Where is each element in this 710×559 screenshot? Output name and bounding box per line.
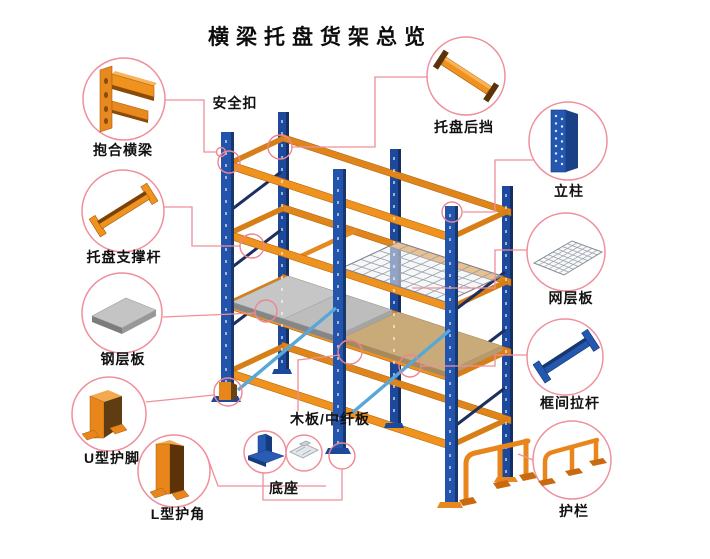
page-title: 横梁托盘货架总览 bbox=[208, 26, 432, 49]
connector-upright bbox=[463, 159, 534, 213]
ring-wood-board bbox=[337, 339, 363, 365]
connector-base bbox=[262, 470, 343, 501]
connector-steel-panel bbox=[162, 312, 256, 318]
label-safety-clip: 安全扣 bbox=[212, 95, 258, 111]
base-icon bbox=[247, 433, 285, 467]
label-pallet-support-bar: 托盘支撑杆 bbox=[86, 249, 162, 265]
label-upright: 立柱 bbox=[554, 183, 584, 199]
connector-pallet-support-bar bbox=[164, 206, 240, 247]
u-foot-guard-icon bbox=[81, 390, 128, 441]
highlight-rings bbox=[213, 134, 463, 470]
ring-pallet-back-stop bbox=[267, 134, 293, 160]
label-l-corner-guard: L型护角 bbox=[150, 506, 206, 522]
connector-pallet-back-stop bbox=[292, 76, 427, 148]
label-guardrail: 护栏 bbox=[559, 503, 589, 519]
mesh-on-rack bbox=[340, 241, 504, 303]
pallet-back-stop-icon bbox=[432, 49, 500, 103]
guardrail-on-rack bbox=[459, 438, 537, 506]
label-steel-shelf-panel: 钢层板 bbox=[100, 351, 146, 367]
connector-clamp-beam bbox=[165, 99, 216, 153]
connector-l-corner-guard bbox=[206, 455, 326, 487]
connector-wood-board bbox=[297, 354, 341, 411]
label-frame-tie-rod: 框间拉杆 bbox=[540, 395, 600, 411]
ring-u-foot-guard bbox=[213, 377, 243, 407]
connector-guardrail bbox=[517, 453, 534, 461]
upright-icon bbox=[550, 109, 578, 173]
label-u-foot-guard: U型护脚 bbox=[83, 450, 141, 466]
label-wood-mdf-board: 木板/中纤板 bbox=[290, 411, 370, 427]
connector-u-foot-guard bbox=[145, 394, 215, 403]
connector-lines bbox=[145, 76, 534, 501]
pallet-support-bar-icon bbox=[88, 182, 159, 238]
guardrail-icon bbox=[538, 437, 607, 486]
wire-mesh-icon bbox=[532, 240, 604, 276]
ring-steel-panel bbox=[254, 299, 278, 323]
l-corner-guard-icon bbox=[149, 440, 190, 501]
steel-panel-icon bbox=[91, 297, 157, 334]
wood-board-on-rack bbox=[341, 311, 503, 378]
frame-tie-rod-icon bbox=[532, 328, 600, 384]
label-clamp-beam: 抱合横梁 bbox=[93, 142, 153, 158]
clamp-beam-icon bbox=[99, 65, 157, 133]
label-pallet-back-stop: 托盘后挡 bbox=[434, 119, 494, 135]
ring-safety-clip bbox=[217, 150, 241, 174]
steel-panels-on-rack bbox=[231, 275, 393, 343]
ring-pallet-support-bar bbox=[239, 233, 265, 259]
ring-base bbox=[328, 442, 356, 470]
label-wire-mesh-panel: 网层板 bbox=[548, 290, 594, 306]
connector-frame-tie-rod bbox=[421, 354, 527, 367]
front-uprights bbox=[221, 120, 507, 506]
label-base: 底座 bbox=[269, 480, 299, 496]
rack-illustration bbox=[211, 112, 537, 508]
connector-wire-mesh bbox=[412, 249, 528, 289]
base-sketch-icon bbox=[288, 440, 320, 459]
ring-frame-tie-rod bbox=[398, 354, 422, 378]
ring-upright bbox=[441, 201, 463, 223]
